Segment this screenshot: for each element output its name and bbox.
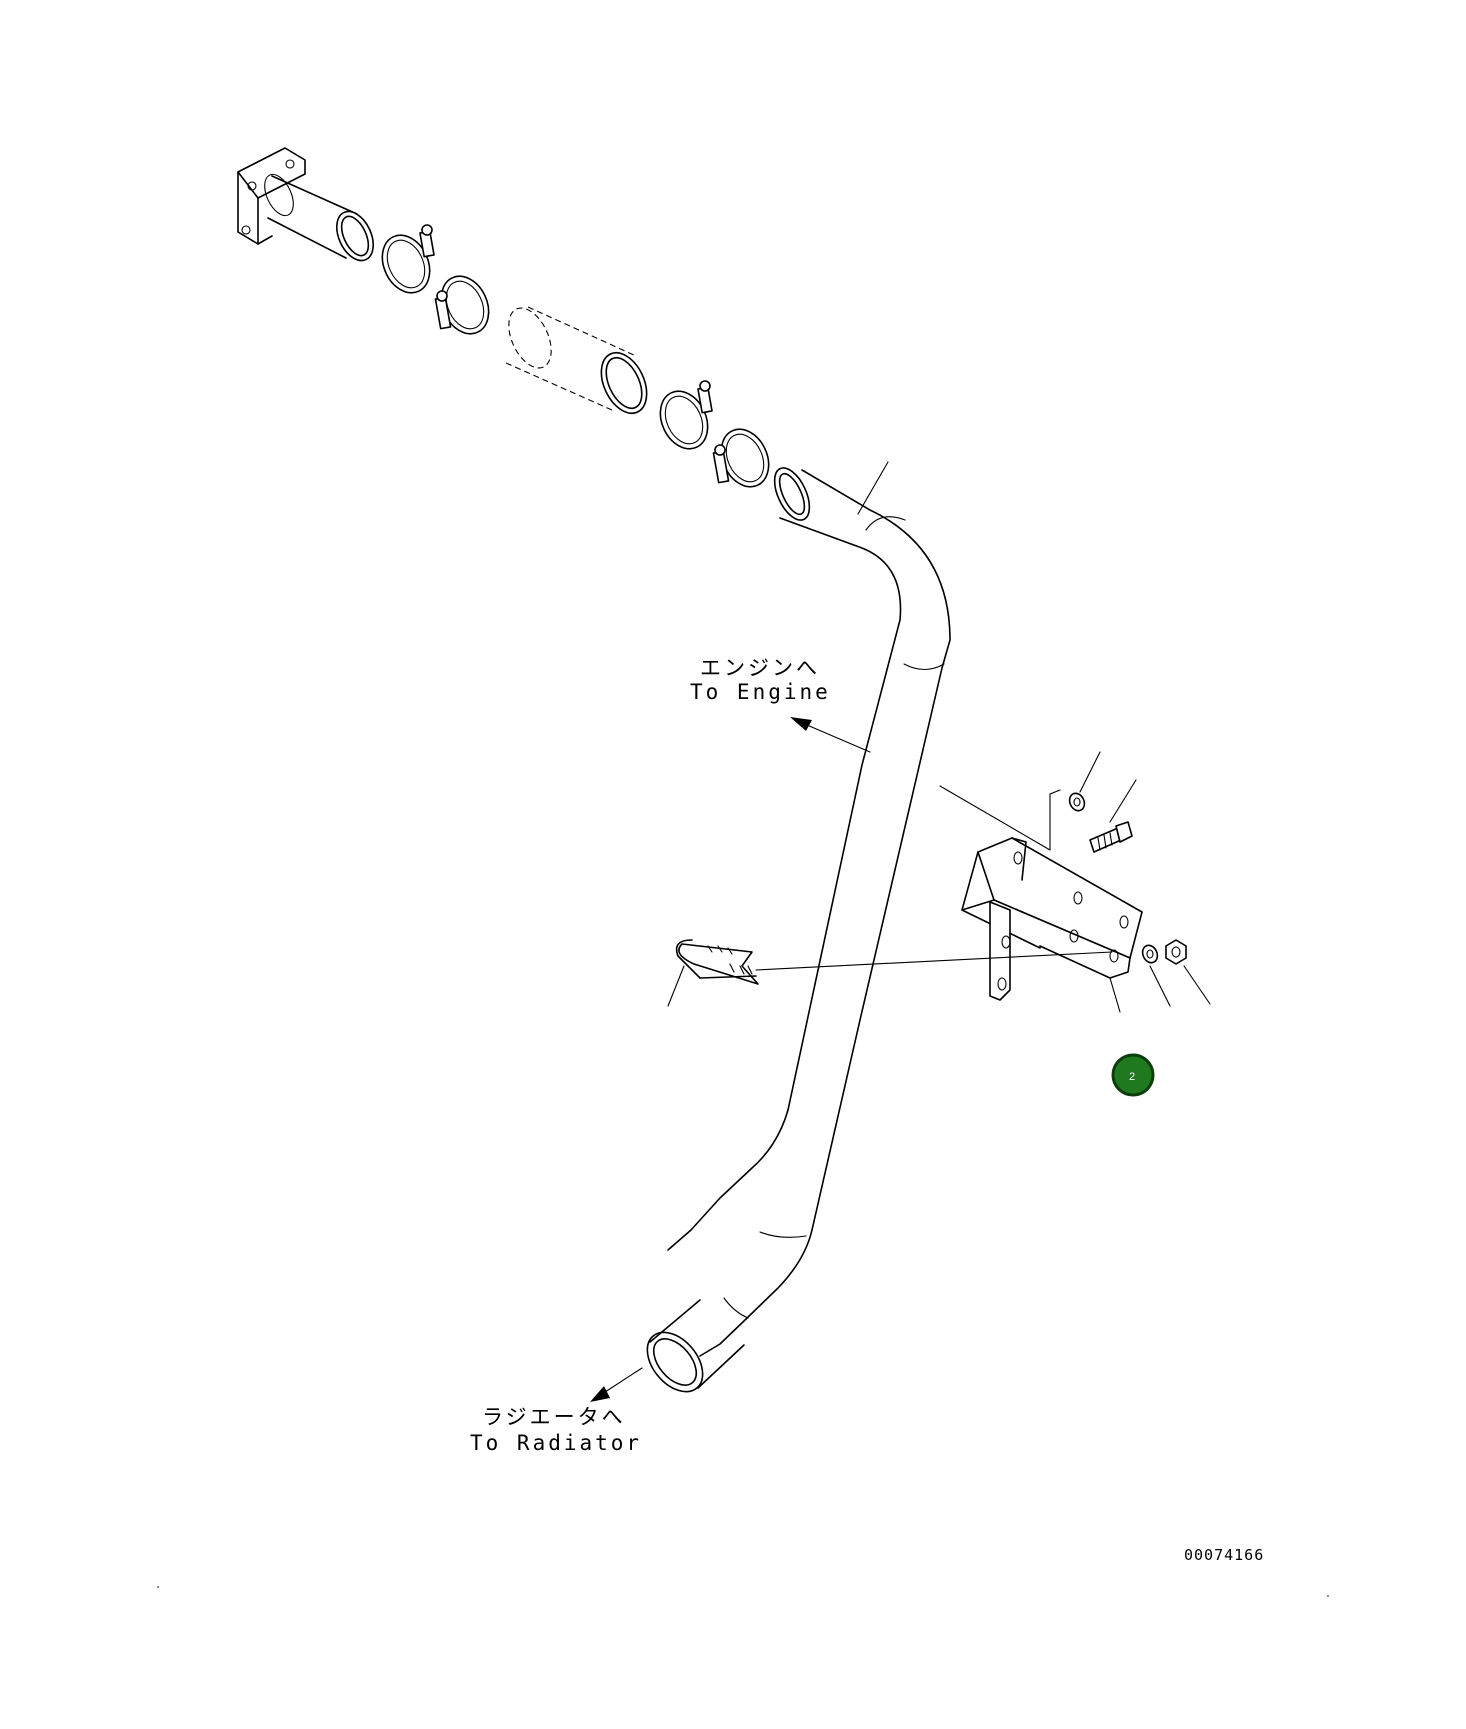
washer xyxy=(1068,751,1101,812)
to-engine-label-jp: エンジンへ xyxy=(700,656,820,680)
drawing-number: 00074166 xyxy=(1184,1546,1264,1564)
to-engine-arrow xyxy=(790,717,871,753)
mounting-bracket xyxy=(961,837,1143,1013)
callout-marker[interactable]: 2 xyxy=(1111,1053,1155,1097)
water-pipe xyxy=(646,461,951,1393)
bolt xyxy=(1089,779,1137,853)
callout-number: 2 xyxy=(1129,1071,1135,1083)
rubber-hose xyxy=(505,306,648,415)
hose-clamp xyxy=(434,275,490,335)
flange-pipe xyxy=(264,173,374,262)
to-radiator-label-en: To Radiator xyxy=(470,1431,642,1455)
hose-clamp xyxy=(659,380,713,450)
hose-clamp xyxy=(381,224,435,294)
to-engine-label-en: To Engine xyxy=(690,680,831,704)
to-radiator-label-jp: ラジエータへ xyxy=(482,1405,626,1429)
to-radiator-arrow xyxy=(590,1367,643,1402)
u-bolt xyxy=(667,939,1113,1007)
washer xyxy=(1141,944,1171,1007)
hose-clamp xyxy=(712,428,770,488)
engine-flange xyxy=(237,147,306,245)
nut xyxy=(1165,939,1211,1005)
